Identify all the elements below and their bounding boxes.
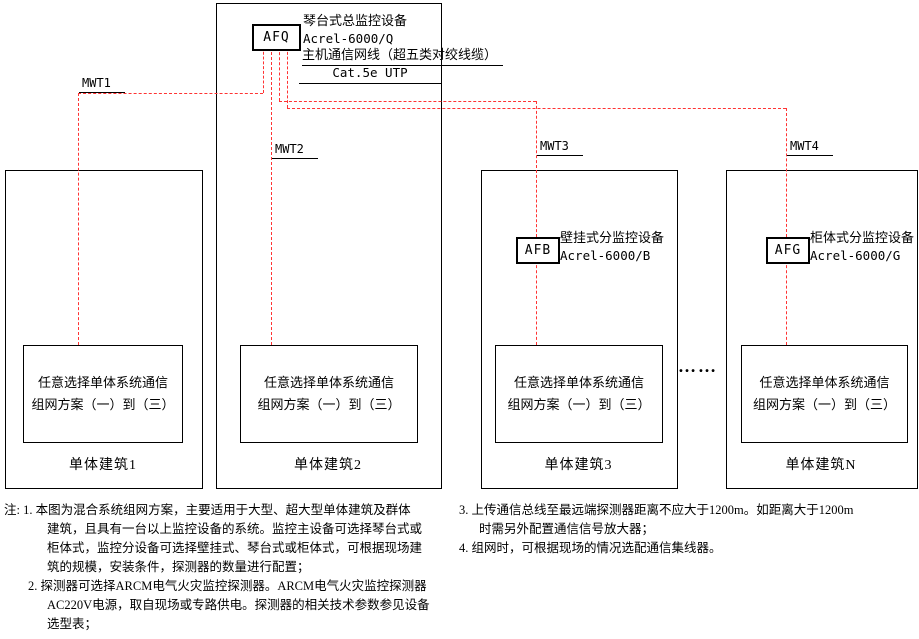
afg-device-name: 柜体式分监控设备 [810, 230, 915, 245]
option-line-2: 组网方案（一）到（三） [257, 397, 401, 412]
afq-device-name: 琴台式总监控设备 [303, 13, 408, 28]
cable-tag-mwt4: MWT4 [787, 139, 833, 156]
option-line-1: 任意选择单体系统通信 [759, 375, 890, 390]
note-line: 时需另外配置通信信号放大器； [479, 522, 655, 536]
option-line-1: 任意选择单体系统通信 [513, 375, 644, 390]
note-line: 柜体式，监控分设备可选择壁挂式、琴台式或柜体式，可根据现场建 [47, 541, 423, 555]
building-n-label: 单体建筑N [785, 458, 857, 473]
cable-mwt1-vertical [78, 93, 79, 345]
note-line: AC220V电源，取自现场或专路供电。探测器的相关技术参数参见设备 [47, 598, 430, 612]
cable-afq-stub-4 [287, 47, 288, 108]
afq-tag: AFQ [263, 30, 290, 45]
option-line-2: 组网方案（一）到（三） [752, 397, 896, 412]
building-3-label: 单体建筑3 [544, 458, 613, 473]
host-cable-type: Cat.5e UTP [299, 65, 441, 84]
cable-tag-mwt2: MWT2 [272, 142, 318, 159]
option-line-2: 组网方案（一）到（三） [31, 397, 175, 412]
cable-afq-stub-3 [279, 47, 280, 101]
cable-mwt3-horizontal [279, 101, 536, 102]
notes-right: 3. 上传通信总线至最远端探测器距离不应大于1200m。如距离大于1200m 时… [459, 501, 853, 558]
cable-tag-mwt3: MWT3 [537, 139, 583, 156]
cable-mwt1-horizontal [78, 93, 263, 94]
note-line: 筑的规模，安装条件，探测器的数量进行配置； [47, 560, 310, 574]
building-2-option-box: 任意选择单体系统通信 组网方案（一）到（三） [240, 345, 418, 443]
cable-mwt4-horizontal [287, 108, 786, 109]
building-1-label: 单体建筑1 [69, 458, 137, 473]
building-1-outline [5, 170, 203, 489]
afb-device-box: AFB [516, 237, 560, 264]
host-cable-name: 主机通信网线（超五类对绞线缆） [302, 47, 504, 66]
building-n-outline [726, 170, 918, 489]
building-3-option-box: 任意选择单体系统通信 组网方案（一）到（三） [495, 345, 663, 443]
note-line: 2. 探测器可选择ARCM电气火灾监控探测器。ARCM电气火灾监控探测器 [28, 579, 427, 593]
building-2-outline [216, 3, 442, 489]
note-line: 注: 1. 本图为混合系统组网方案，主要适用于大型、超大型单体建筑及群体 [4, 503, 411, 517]
afg-tag: AFG [774, 243, 802, 258]
cable-tag-mwt1: MWT1 [79, 76, 125, 93]
cable-afq-stub-1 [263, 47, 264, 93]
building-3-outline [481, 170, 678, 489]
building-2-label: 单体建筑2 [294, 458, 362, 473]
notes-left: 注: 1. 本图为混合系统组网方案，主要适用于大型、超大型单体建筑及群体 建筑，… [4, 501, 430, 634]
building-1-option-box: 任意选择单体系统通信 组网方案（一）到（三） [23, 345, 183, 443]
afb-device-name: 壁挂式分监控设备 [560, 230, 665, 245]
note-line: 4. 组网时，可根据现场的情况选配通信集线器。 [459, 541, 722, 555]
building-n-option-box: 任意选择单体系统通信 组网方案（一）到（三） [741, 345, 908, 443]
afq-device-model: Acrel-6000/Q [303, 31, 394, 46]
afg-device-model: Acrel-6000/G [810, 248, 901, 263]
option-line-1: 任意选择单体系统通信 [263, 375, 394, 390]
cable-mwt4-vertical [786, 108, 787, 237]
option-line-1: 任意选择单体系统通信 [37, 375, 168, 390]
afq-device-box: AFQ [252, 24, 301, 51]
note-line: 建筑，且具有一台以上监控设备的系统。监控主设备可选择琴台式或 [47, 522, 423, 536]
note-line: 3. 上传通信总线至最远端探测器距离不应大于1200m。如距离大于1200m [459, 503, 854, 517]
afb-tag: AFB [524, 243, 552, 258]
cable-afb-to-optionbox [536, 260, 537, 345]
more-buildings-ellipsis: …… [678, 356, 718, 376]
cable-mwt3-vertical [536, 101, 537, 237]
note-line: 选型表； [47, 617, 98, 631]
cable-afg-to-optionbox [786, 260, 787, 345]
option-line-2: 组网方案（一）到（三） [507, 397, 651, 412]
afg-device-box: AFG [766, 237, 810, 264]
afb-device-model: Acrel-6000/B [560, 248, 651, 263]
cable-mwt2-vertical [271, 47, 272, 345]
